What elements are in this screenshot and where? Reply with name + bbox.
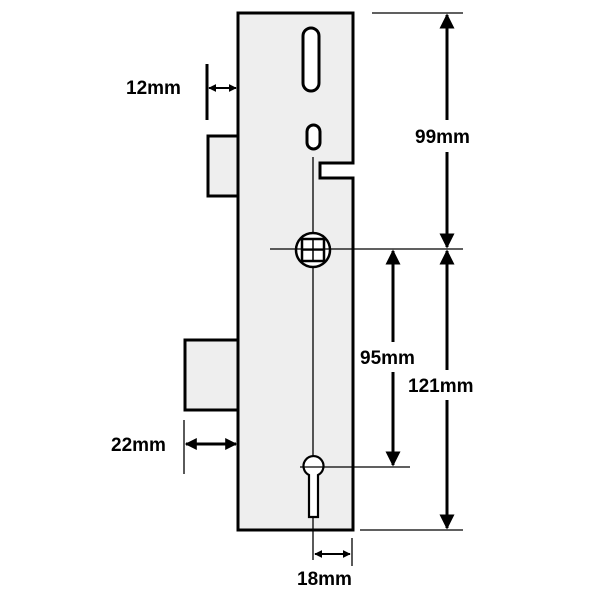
upper-slot — [301, 26, 321, 93]
small-slot — [305, 123, 322, 151]
faceplate — [236, 11, 355, 532]
dim-label-12: 12mm — [126, 78, 181, 99]
dim-label-99: 99mm — [415, 127, 470, 148]
latch — [206, 134, 240, 198]
euro-cylinder-cutout-icon — [302, 455, 325, 519]
dim-label-95: 95mm — [360, 348, 415, 369]
spindle-follower-icon — [294, 231, 332, 269]
dim-label-18: 18mm — [297, 569, 352, 590]
dim-label-121: 121mm — [408, 376, 474, 397]
deadbolt — [183, 338, 240, 412]
dim-label-22: 22mm — [111, 435, 166, 456]
